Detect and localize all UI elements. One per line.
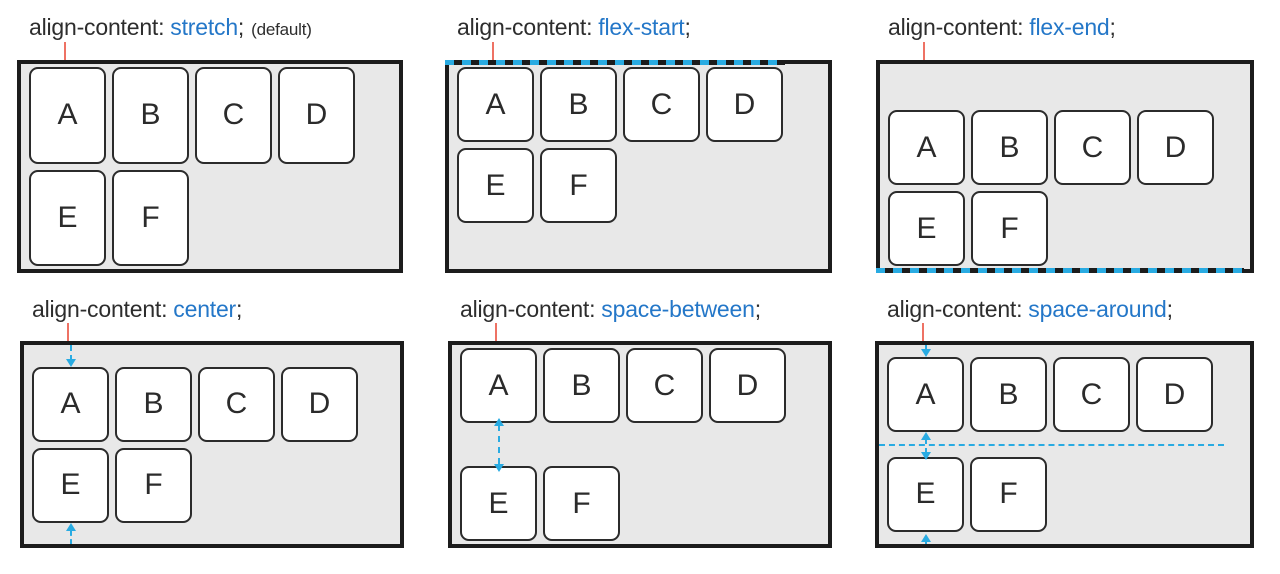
default-note: (default) [251,20,312,39]
space-between-arrow-head-down [494,464,504,472]
center-bottom-arrow-line [70,531,72,544]
flex-item-f: F [540,148,617,223]
semicolon: ; [1166,296,1173,322]
flex-item-c: C [1054,110,1131,185]
property-name: align-content: [32,296,168,322]
flex-item-c: C [1053,357,1130,433]
flex-item-e: E [32,447,109,523]
property-name: align-content: [29,14,165,40]
flex-item-f: F [112,169,189,266]
flex-item-a: A [888,110,965,185]
flex-container-center: A B C D E F [20,341,404,548]
flex-item-a: A [457,67,534,142]
panel-align-content-space-around: align-content:space-around; A B C D E F [875,296,1254,548]
callout-tick [495,323,497,341]
flex-item-c: C [626,348,703,423]
panel-align-content-flex-end: align-content:flex-end; A B C D E F [876,14,1254,273]
space-around-mid-down-arrow-head [921,452,931,460]
panel-title: align-content:flex-end; [888,14,1116,41]
panel-align-content-center: align-content:center; A B C D E F [20,296,404,548]
semicolon: ; [754,296,761,322]
flex-container-stretch: A B C D E F [17,60,403,273]
space-between-arrow-head-up [494,418,504,426]
flex-item-b: B [112,67,189,164]
semicolon: ; [1109,14,1116,40]
center-bottom-arrow-head [66,523,76,531]
flex-container-space-around: A B C D E F [875,341,1254,548]
property-value: space-around [1028,296,1167,322]
flex-item-d: D [281,366,358,442]
flex-item-d: D [709,348,786,423]
callout-tick [923,42,925,60]
flex-item-f: F [543,466,620,541]
flex-item-c: C [195,67,272,164]
flex-item-d: D [278,67,355,164]
space-around-bottom-arrow-head [921,534,931,542]
semicolon: ; [236,296,243,322]
property-name: align-content: [888,14,1024,40]
space-between-arrow-line [498,425,500,464]
flex-item-d: D [706,67,783,142]
property-value: flex-start [598,14,685,40]
panel-align-content-flex-start: align-content:flex-start; A B C D E F [445,14,832,273]
flex-item-c: C [198,366,275,442]
space-around-midline [879,444,1224,446]
flex-item-e: E [460,466,537,541]
flex-item-b: B [970,357,1047,433]
flex-item-e: E [457,148,534,223]
space-around-mid-up-arrow-line [925,439,927,444]
flex-item-f: F [115,447,192,523]
flex-item-a: A [887,357,964,433]
panel-align-content-stretch: align-content:stretch; (default) A B C D … [17,14,403,273]
callout-tick [492,42,494,60]
panel-title: align-content:flex-start; [457,14,691,41]
property-value: center [173,296,237,322]
center-top-arrow-line [70,345,72,361]
space-around-bottom-arrow-line [925,541,927,544]
property-value: space-between [601,296,755,322]
property-value: stretch [170,14,238,40]
flex-container-flex-start: A B C D E F [445,60,832,273]
callout-tick [67,323,69,341]
panel-title: align-content:stretch; (default) [29,14,312,41]
property-name: align-content: [457,14,593,40]
flex-item-e: E [887,456,964,532]
flex-item-e: E [888,191,965,266]
flex-item-f: F [971,191,1048,266]
flex-end-edge-indicator [876,268,1244,273]
flex-item-a: A [29,67,106,164]
flex-item-d: D [1137,110,1214,185]
semicolon: ; [684,14,691,40]
space-around-mid-down-arrow-line [925,448,927,453]
flex-item-f: F [970,456,1047,532]
callout-tick [922,323,924,341]
panel-title: align-content:space-around; [887,296,1173,323]
flex-item-c: C [623,67,700,142]
flex-container-flex-end: A B C D E F [876,60,1254,273]
flex-container-space-between: A B C D E F [448,341,832,548]
flex-item-a: A [460,348,537,423]
semicolon: ; [237,14,245,40]
center-top-arrow-head [66,359,76,367]
flex-item-b: B [543,348,620,423]
panel-title: align-content:center; [32,296,242,323]
flex-item-e: E [29,169,106,266]
flex-item-d: D [1136,357,1213,433]
flex-item-b: B [971,110,1048,185]
flex-item-b: B [540,67,617,142]
flex-item-a: A [32,366,109,442]
space-around-top-arrow-head [921,349,931,357]
property-name: align-content: [460,296,596,322]
panel-title: align-content:space-between; [460,296,761,323]
flex-start-edge-indicator [445,60,785,65]
callout-tick [64,42,66,60]
flex-item-b: B [115,366,192,442]
space-around-mid-up-arrow-head [921,432,931,440]
panel-align-content-space-between: align-content:space-between; A B C D E F [448,296,832,548]
property-name: align-content: [887,296,1023,322]
property-value: flex-end [1029,14,1110,40]
